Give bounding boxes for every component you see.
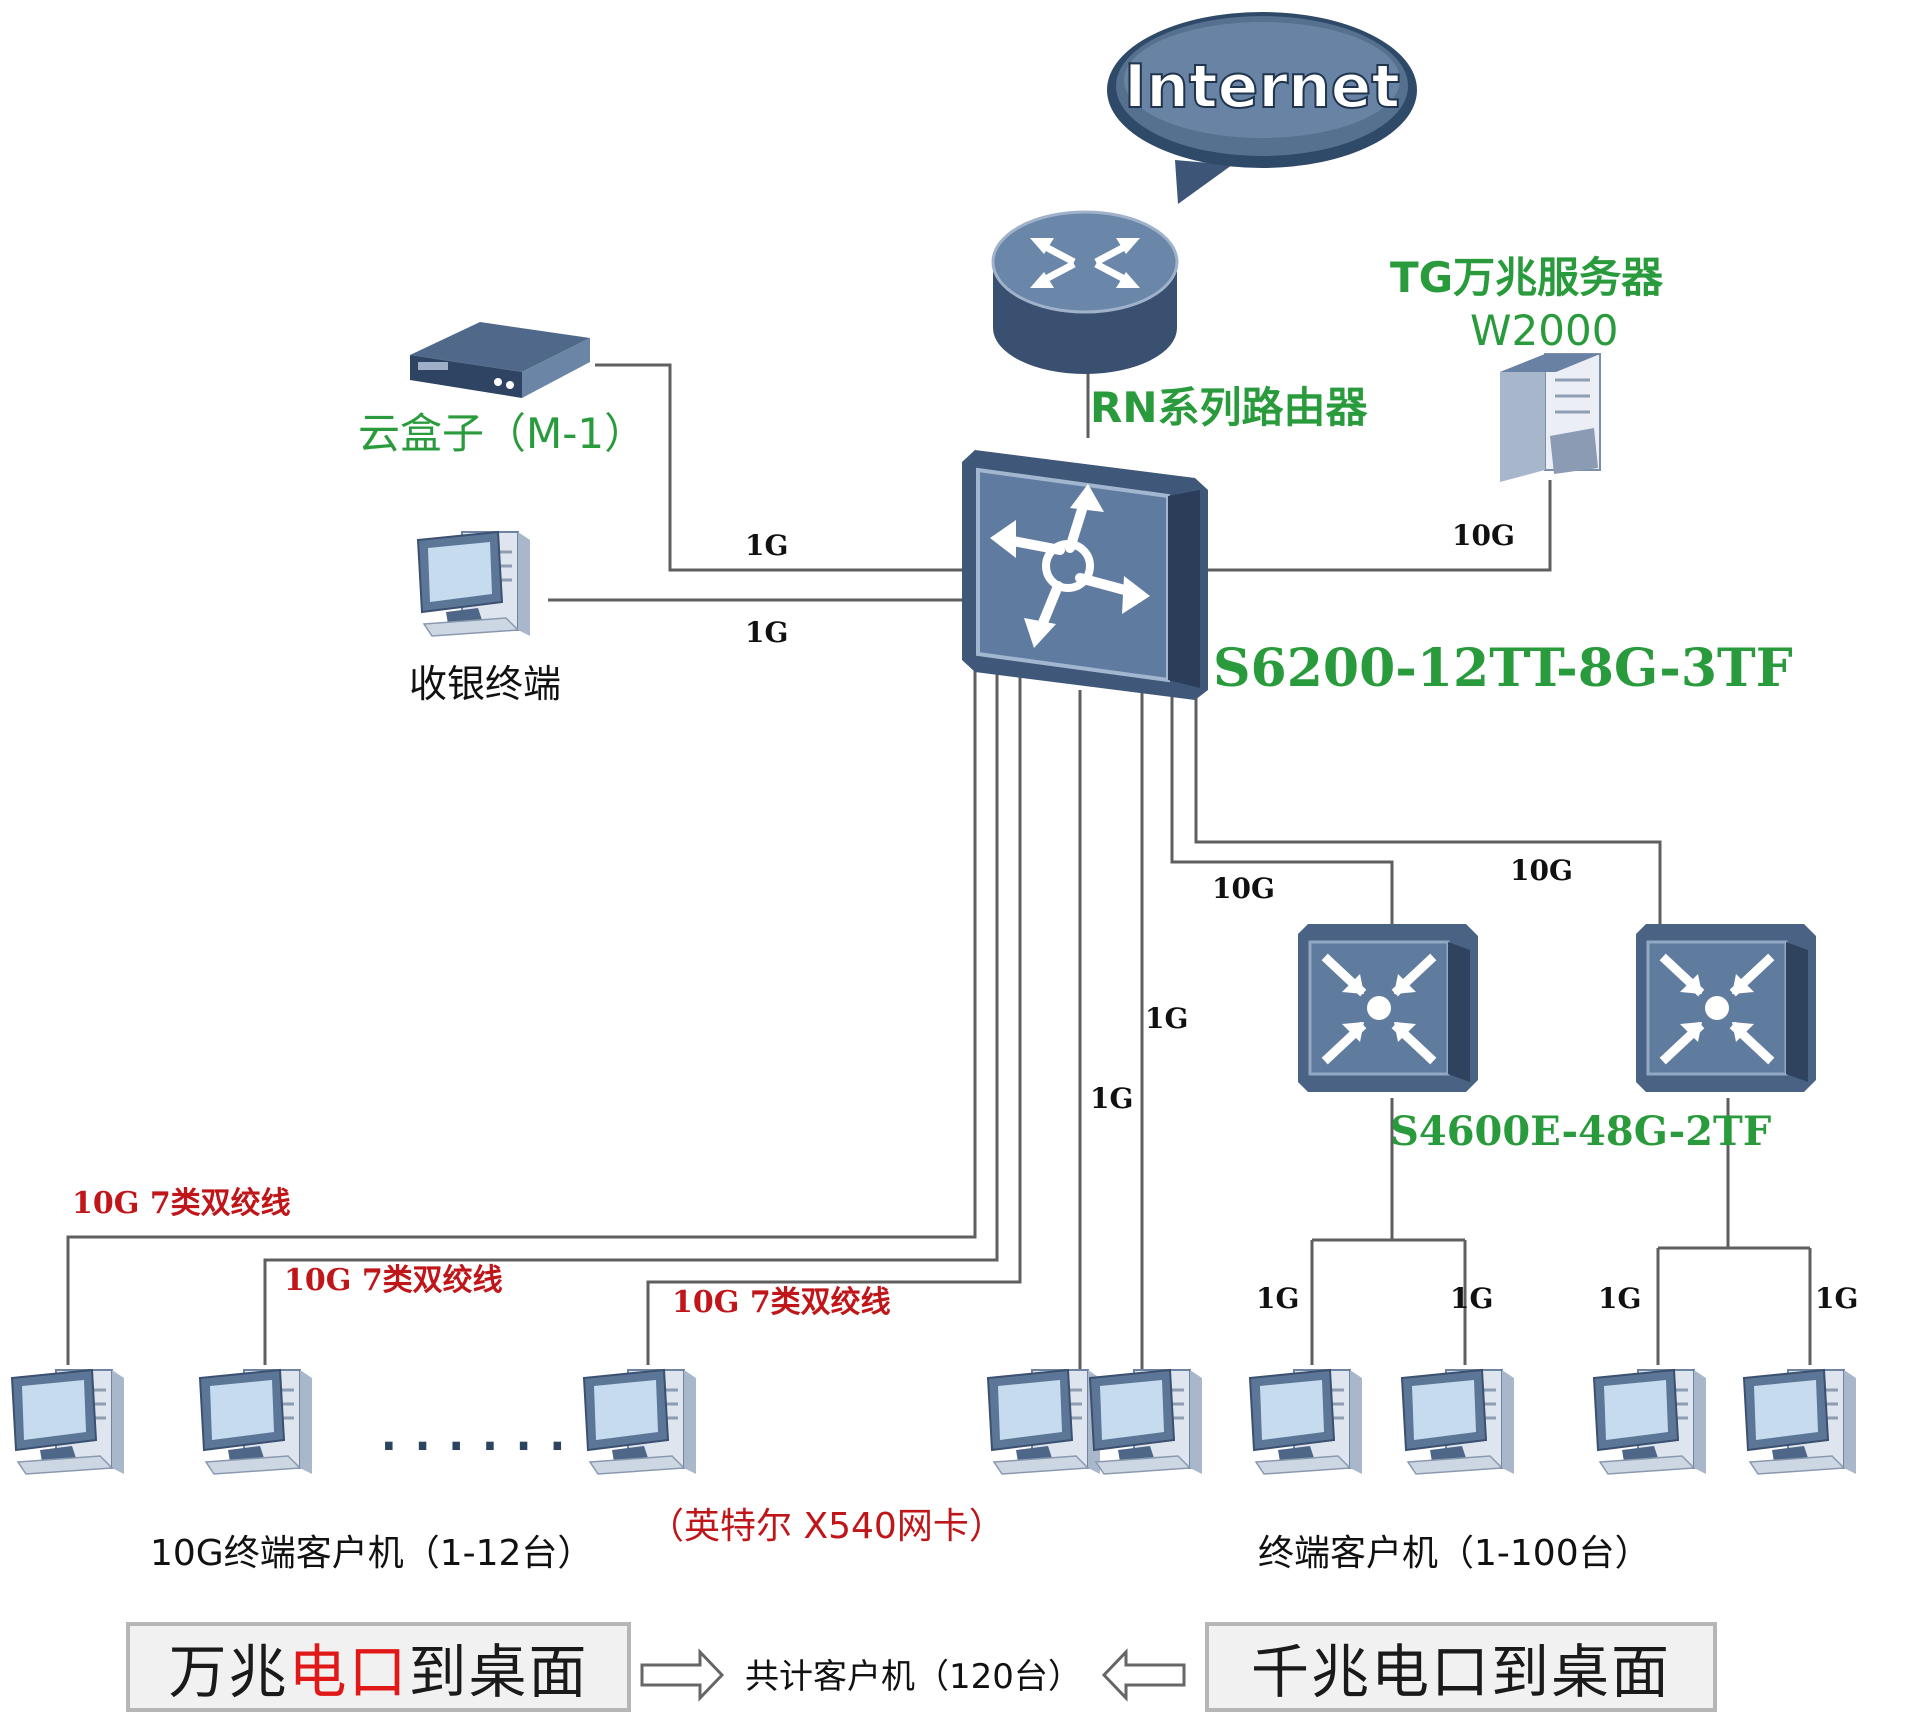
router-label: RN系列路由器 xyxy=(1090,383,1368,432)
client-pc-1g-4 xyxy=(1742,1368,1858,1476)
cloudbox-label: 云盒子（M-1） xyxy=(358,409,646,458)
ellipsis-dots: ...... xyxy=(375,1407,577,1461)
group-10g-nic: （英特尔 X540网卡） xyxy=(648,1506,1005,1547)
link-label-server: 10G xyxy=(1452,519,1515,552)
core-switch-label: S6200-12TT-8G-3TF xyxy=(1213,638,1793,699)
arrow-left-icon xyxy=(1101,1648,1186,1702)
group-10g-label: 10G终端客户机（1-12台） xyxy=(150,1533,593,1574)
access-switch-label: S4600E-48G-2TF xyxy=(1390,1108,1771,1155)
footer-box-1g: 千兆电口到桌面 xyxy=(1205,1622,1717,1712)
link-cat7-1 xyxy=(66,663,977,1365)
fanout-left xyxy=(1310,1098,1467,1365)
cashier-pc-icon xyxy=(416,530,532,638)
link-cloudbox-core xyxy=(595,363,962,572)
link-label-client-1: 1G xyxy=(1256,1282,1299,1315)
link-label-client-2: 1G xyxy=(1450,1282,1493,1315)
internet-label: Internet xyxy=(1124,52,1400,122)
internet-cloud: Internet xyxy=(1107,12,1417,204)
link-label-client-4: 1G xyxy=(1815,1282,1858,1315)
server-label-1: TG万兆服务器 xyxy=(1390,253,1664,302)
link-core-access-right xyxy=(1194,690,1662,924)
footer-10g-part1: 万兆 xyxy=(168,1638,289,1706)
cat7-label-1: 10G 7类双绞线 xyxy=(72,1186,291,1221)
group-1g-label: 终端客户机（1-100台） xyxy=(1258,1533,1651,1574)
link-server-core xyxy=(1208,480,1552,572)
footer-10g-part2: 电口 xyxy=(288,1638,409,1706)
cloudbox-icon xyxy=(410,322,590,398)
client-pc-1g-3 xyxy=(1592,1368,1708,1476)
cat7-label-2: 10G 7类双绞线 xyxy=(284,1263,503,1298)
footer-total-label: 共计客户机（120台） xyxy=(745,1657,1082,1697)
server-label-2: W2000 xyxy=(1470,306,1618,355)
link-label-client-3: 1G xyxy=(1598,1282,1641,1315)
link-label-access-left: 10G xyxy=(1212,872,1275,905)
link-label-direct-b: 1G xyxy=(1145,1002,1188,1035)
access-switch-right-icon xyxy=(1636,924,1816,1092)
access-switch-left-icon xyxy=(1298,924,1478,1092)
client-pc-1g-1 xyxy=(1248,1368,1364,1476)
link-label-access-right: 10G xyxy=(1510,854,1573,887)
client-pc-direct-b xyxy=(1088,1368,1204,1476)
client-pc-1g-2 xyxy=(1400,1368,1516,1476)
connection-lines xyxy=(66,363,1812,1370)
server-icon xyxy=(1500,353,1601,482)
link-core-access-left xyxy=(1170,690,1394,924)
link-label-direct-a: 1G xyxy=(1090,1082,1133,1115)
arrow-right-icon xyxy=(640,1648,725,1702)
client-pc-10g-2 xyxy=(198,1368,314,1476)
client-pc-10g-1 xyxy=(10,1368,126,1476)
client-pc-direct-a xyxy=(986,1368,1102,1476)
router-icon xyxy=(991,210,1179,374)
footer-box-10g: 万兆电口到桌面 xyxy=(126,1622,631,1712)
client-pc-10g-3 xyxy=(582,1368,698,1476)
cat7-label-3: 10G 7类双绞线 xyxy=(672,1285,891,1320)
link-label-cloudbox: 1G xyxy=(745,529,788,562)
link-cat7-2 xyxy=(263,663,999,1365)
link-cat7-3 xyxy=(646,663,1022,1365)
core-switch-icon xyxy=(962,450,1208,700)
footer-10g-part3: 到桌面 xyxy=(408,1638,589,1706)
cashier-label: 收银终端 xyxy=(409,662,561,706)
link-label-cashier: 1G xyxy=(745,616,788,649)
footer-1g-text: 千兆电口到桌面 xyxy=(1250,1638,1671,1706)
fanout-right xyxy=(1656,1098,1812,1365)
